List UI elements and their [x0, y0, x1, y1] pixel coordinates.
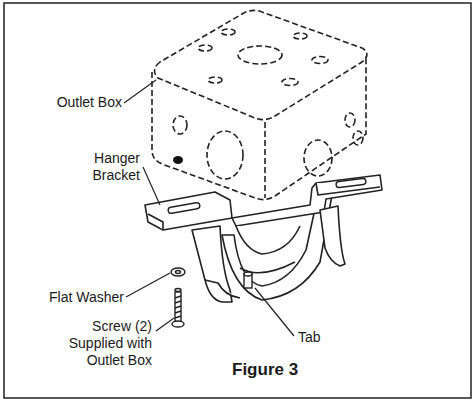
part-label: Hanger Bracket [70, 150, 140, 184]
leader-lines [124, 80, 294, 336]
figure-caption: Figure 3 [232, 360, 298, 380]
tab [244, 272, 252, 288]
part-label: Tab [298, 329, 338, 346]
hanger-bracket [145, 175, 382, 302]
outlet-box [152, 10, 367, 199]
part-label: Screw (2) Supplied with Outlet Box [48, 318, 152, 369]
mounting-hole [173, 156, 183, 164]
screw [172, 289, 184, 328]
bracket-slots [168, 178, 367, 214]
flat-washer [171, 268, 185, 276]
part-label: Outlet Box [38, 94, 122, 111]
frame [4, 3, 471, 398]
part-label: Flat Washer [38, 289, 124, 306]
